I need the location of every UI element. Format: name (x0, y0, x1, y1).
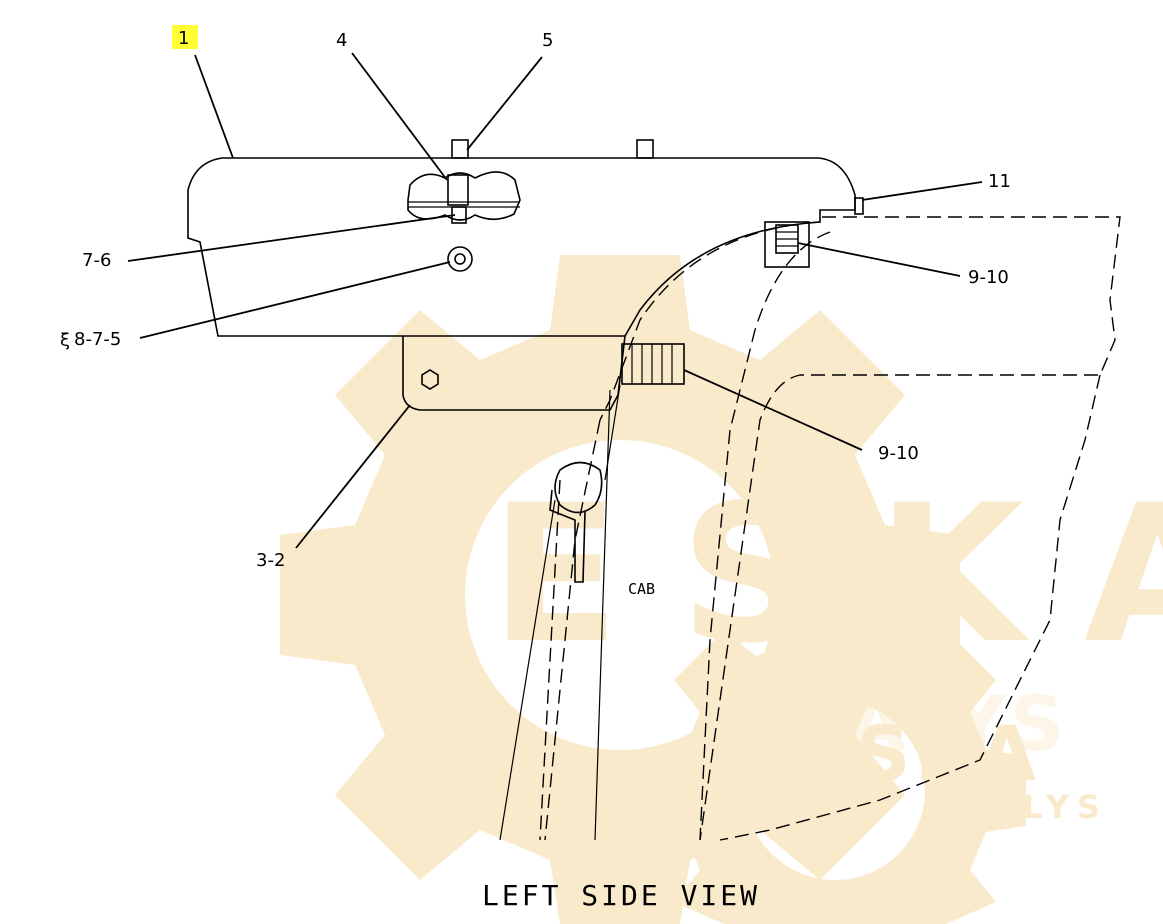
callout-9-10-mid: 9-10 (878, 443, 919, 464)
watermark-text-mid-faded: DALYS (780, 679, 1068, 768)
callout-1: 1 (178, 28, 189, 49)
bolt-mid (621, 343, 685, 385)
watermark-gear-large-icon (280, 255, 960, 924)
callout-11: 11 (988, 171, 1011, 192)
watermark-text-mid: ESKA (800, 709, 1040, 798)
callout-5: 5 (542, 30, 553, 51)
callout-1-highlight (172, 25, 198, 49)
watermark-gear-small-icon (644, 600, 1026, 924)
callout-4: 4 (336, 30, 347, 51)
callout-8-7-5: 8-7-5 (74, 329, 121, 350)
callout-3-2: 3-2 (256, 550, 285, 571)
bracket-part-3 (402, 335, 626, 411)
latch-detail: CAB (549, 461, 655, 598)
watermark-text-small: DALYS (955, 788, 1108, 826)
callout-9-10-top: 9-10 (968, 267, 1009, 288)
view-title: LEFT SIDE VIEW (482, 879, 760, 912)
watermark: ESKA ESKA DALYS DALYS (280, 255, 1163, 924)
callout-7-6: 7-6 (82, 250, 111, 271)
callout-8-7-5-prefix: ξ (60, 330, 70, 351)
cab-label: CAB (628, 580, 655, 598)
seal-part-11 (854, 197, 864, 215)
watermark-text-big: ESKA (490, 464, 1163, 685)
leader-lines (127, 52, 983, 549)
